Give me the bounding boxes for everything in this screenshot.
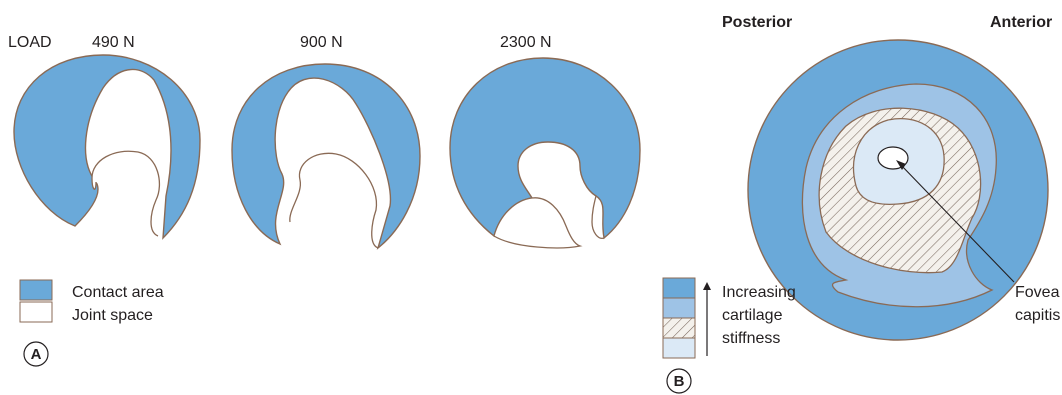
contact-diagram-490n [13, 54, 201, 240]
anterior-label: Anterior [990, 14, 1052, 31]
legend-swatch-joint [19, 301, 53, 323]
panel-a: LOAD 490 N 900 N 2300 N Contact area Joi… [8, 34, 641, 367]
legend-swatch-stiff [662, 297, 696, 319]
legend-b: Increasing cartilage stiffness [662, 277, 796, 359]
legend-label-joint: Joint space [72, 307, 153, 324]
femoral-head-stiffness-map [747, 39, 1049, 341]
legend-swatch-contact [19, 279, 53, 301]
contact-diagram-2300n [449, 57, 641, 249]
posterior-label: Posterior [722, 14, 792, 31]
legend-swatch-stiffest [662, 277, 696, 299]
fovea-label-line1: Fovea [1015, 284, 1060, 301]
svg-text:A: A [31, 346, 42, 363]
legend-swatch-softest [662, 337, 696, 359]
panel-label-b: B [666, 368, 692, 394]
load-label-2300: 2300 N [500, 34, 552, 51]
panel-b: Posterior Anterior Fovea capitis [662, 14, 1060, 394]
load-label-900: 900 N [300, 34, 343, 51]
legend-b-line1: Increasing [722, 284, 796, 301]
legend-label-contact: Contact area [72, 284, 164, 301]
contact-diagram-900n [231, 63, 421, 250]
legend-swatch-hatched [662, 317, 696, 339]
legend-b-line2: cartilage [722, 307, 783, 324]
svg-text:B: B [674, 373, 685, 390]
panel-label-a: A [23, 341, 49, 367]
load-label: LOAD [8, 34, 52, 51]
legend-b-line3: stiffness [722, 330, 780, 347]
fovea-label-line2: capitis [1015, 307, 1060, 324]
legend-a: Contact area Joint space [19, 279, 164, 324]
load-label-490: 490 N [92, 34, 135, 51]
